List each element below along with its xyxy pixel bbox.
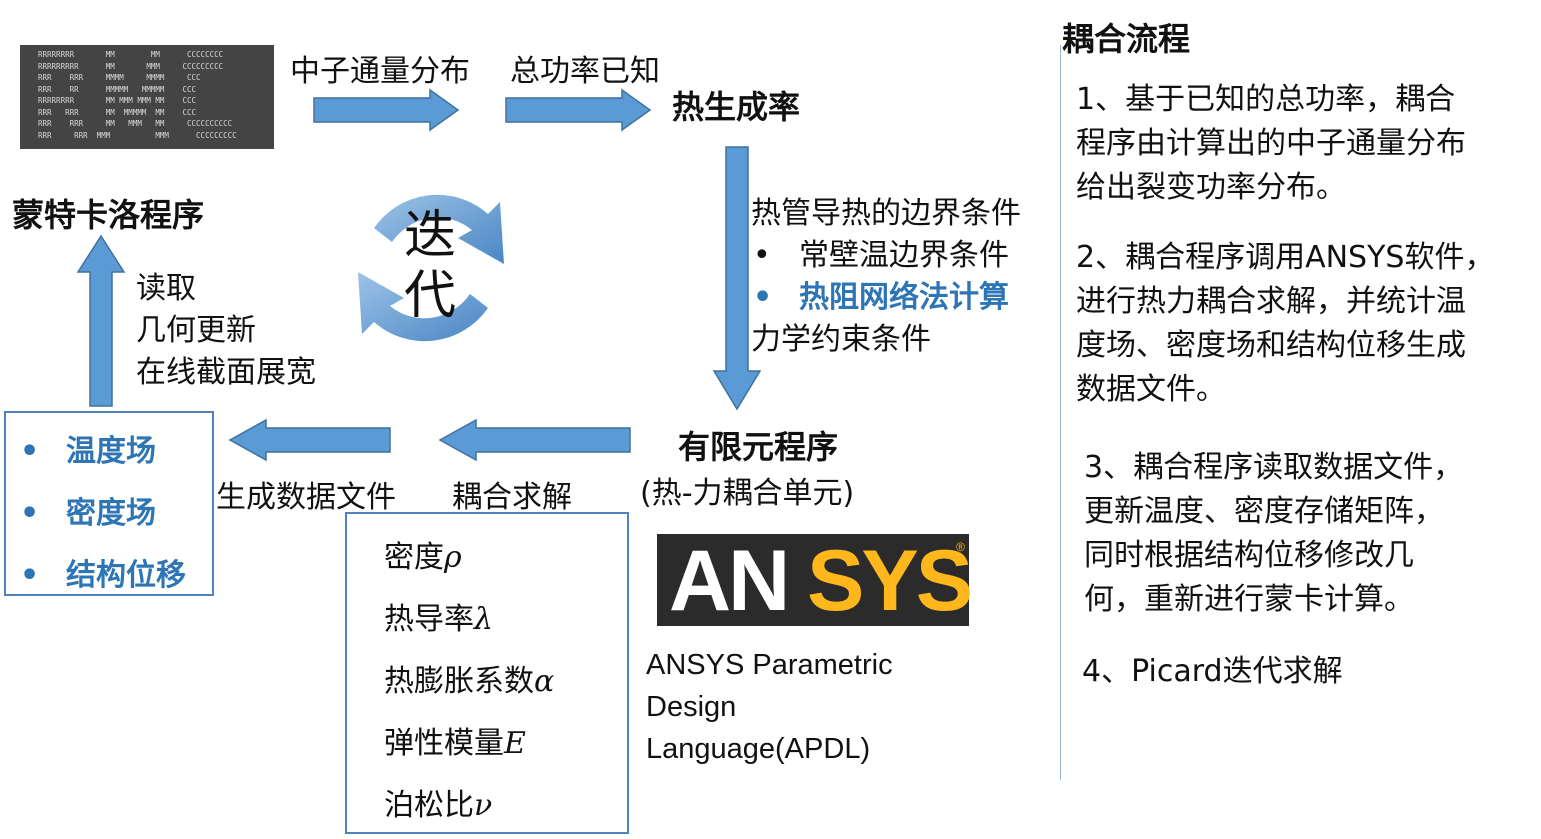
- coupled-solve-label: 耦合求解: [452, 480, 572, 515]
- field-temperature: •温度场: [20, 434, 156, 469]
- property-elastic-modulus: 弹性模量E: [384, 726, 526, 761]
- step-1: 1、基于已知的总功率，耦合 程序由计算出的中子通量分布 给出裂变功率分布。: [1076, 82, 1466, 205]
- panel-divider: [1060, 45, 1061, 780]
- arrow-left-1: [438, 418, 631, 462]
- iteration-cycle-icon: [358, 194, 504, 342]
- step-4: 4、Picard迭代求解: [1082, 654, 1343, 689]
- total-power-label: 总功率已知: [510, 54, 660, 89]
- ansys-logo: AN SYS ®: [657, 534, 973, 626]
- read-update-text: 读取 几何更新 在线截面展宽: [136, 271, 316, 390]
- property-thermal-conductivity: 热导率λ: [384, 602, 494, 637]
- heat-generation-rate: 热生成率: [672, 88, 801, 126]
- fem-program-title: 有限元程序: [678, 428, 839, 466]
- fem-program-subtitle: (热-力耦合单元): [640, 476, 855, 511]
- field-density: •密度场: [20, 496, 156, 531]
- arrow-right-1: [313, 88, 460, 132]
- step-2: 2、耦合程序调用ANSYS软件， 进行热力耦合求解，并统计温 度场、密度场和结构…: [1076, 240, 1495, 407]
- property-density: 密度ρ: [384, 540, 462, 575]
- iteration-label-2: 代: [404, 266, 457, 326]
- coupling-process-title: 耦合流程: [1062, 20, 1191, 58]
- arrow-up: [76, 234, 126, 407]
- arrow-left-2: [228, 418, 391, 462]
- boundary-bullet-2: •热阻网络法计算: [753, 280, 1009, 315]
- iteration-label-1: 迭: [404, 206, 457, 266]
- arrow-down: [712, 146, 762, 411]
- field-displacement: •结构位移: [20, 558, 186, 593]
- fields-box: [4, 411, 214, 596]
- material-properties-box: [345, 512, 629, 834]
- boundary-bullet-1: •常壁温边界条件: [753, 238, 1009, 273]
- thermal-resistance-network: 热阻网络法计算: [799, 280, 1009, 315]
- mechanical-constraints: 力学约束条件: [751, 322, 931, 357]
- boundary-title: 热管导热的边界条件: [751, 196, 1021, 231]
- arrow-right-2: [505, 88, 652, 132]
- generate-data-file-label: 生成数据文件: [216, 480, 396, 515]
- constant-wall-temp: 常壁温边界条件: [799, 238, 1009, 273]
- step-3: 3、耦合程序读取数据文件， 更新温度、密度存储矩阵， 同时根据结构位移修改几 何…: [1084, 450, 1464, 617]
- property-thermal-expansion: 热膨胀系数α: [384, 664, 555, 699]
- rmc-logo: RRRRRRRR MM MM CCCCCCCC RRRRRRRRR MM MMM…: [20, 45, 274, 149]
- property-poisson-ratio: 泊松比ν: [384, 788, 493, 823]
- monte-carlo-title: 蒙特卡洛程序: [12, 196, 205, 234]
- apdl-caption: ANSYS Parametric Design Language(APDL): [646, 649, 893, 765]
- neutron-flux-label: 中子通量分布: [290, 54, 470, 89]
